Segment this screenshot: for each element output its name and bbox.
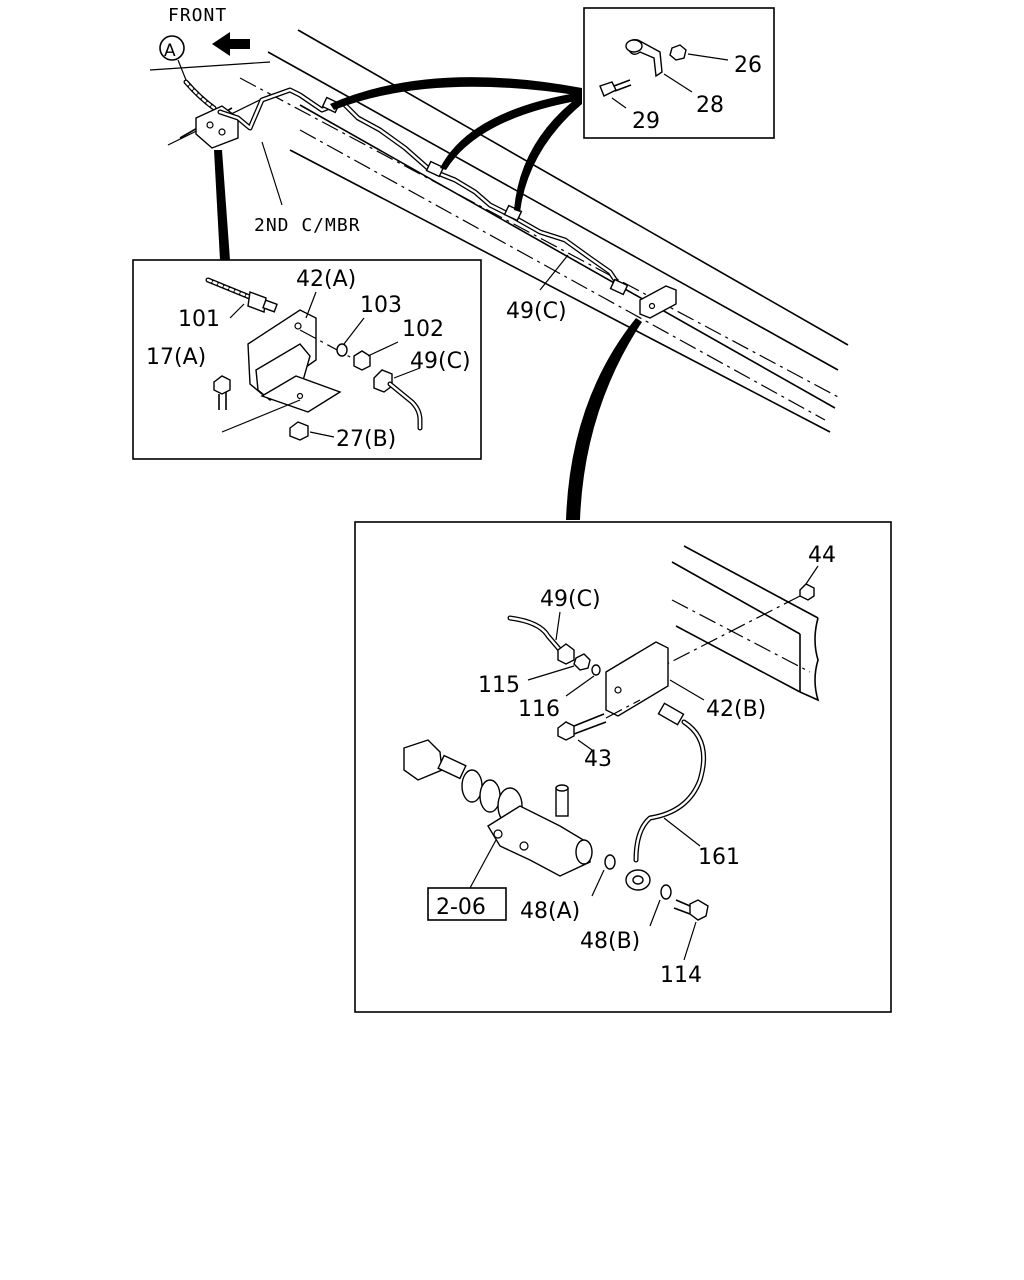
callout-49c-main: 49(C) [506, 299, 567, 324]
callout-102: 102 [402, 317, 444, 342]
clip-assembly [599, 38, 729, 109]
callout-42b: 42(B) [706, 697, 766, 722]
callout-48b: 48(B) [580, 929, 640, 954]
detail-leaders [214, 77, 642, 520]
callout-26: 26 [734, 53, 762, 78]
bracket-rear-main [639, 285, 677, 319]
callout-17a: 17(A) [146, 345, 206, 370]
bracket-a-assembly [205, 277, 423, 441]
callout-114: 114 [660, 963, 702, 988]
ref-box-label: 2-06 [436, 895, 486, 920]
front-label: FRONT [168, 5, 227, 26]
ref-box [427, 887, 507, 921]
brake-pipe-main [217, 87, 625, 293]
callout-42a: 42(A) [296, 267, 356, 292]
callout-48a: 48(A) [520, 899, 580, 924]
crossmember-label: 2ND C/MBR [254, 215, 361, 236]
callout-116: 116 [518, 697, 560, 722]
svg-text:A: A [164, 41, 176, 61]
callout-115: 115 [478, 673, 520, 698]
ref-marker-a: A [159, 35, 187, 81]
callout-28: 28 [696, 93, 724, 118]
detail-box-clip [583, 7, 775, 139]
brake-hose-front [183, 79, 217, 111]
bracket-front [195, 105, 239, 149]
callout-101: 101 [178, 307, 220, 332]
callout-44: 44 [808, 543, 836, 568]
front-arrow [212, 32, 250, 56]
callout-161: 161 [698, 845, 740, 870]
callout-49c-detail: 49(C) [540, 587, 601, 612]
callout-29: 29 [632, 109, 660, 134]
master-cylinder-assembly [403, 545, 820, 961]
callout-27b: 27(B) [336, 427, 396, 452]
callout-49c-left: 49(C) [410, 349, 471, 374]
callout-103: 103 [360, 293, 402, 318]
callout-43: 43 [584, 747, 612, 772]
